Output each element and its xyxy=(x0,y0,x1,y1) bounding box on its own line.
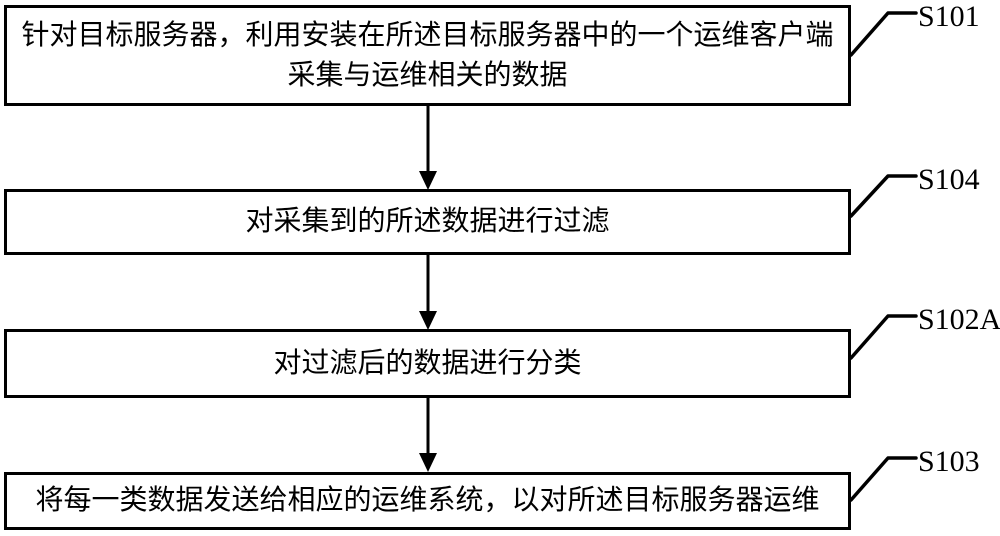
step-label-s104: S104 xyxy=(918,163,980,196)
step-text-s101: 针对目标服务器，利用安装在所述目标服务器中的一个运维客户端采集与运维相关的数据 xyxy=(21,19,834,91)
down-arrow-icon xyxy=(419,398,437,472)
down-arrow-icon xyxy=(419,106,437,190)
step-box-s103: 将每一类数据发送给相应的运维系统，以对所述目标服务器运维 xyxy=(4,472,851,530)
leader-line-s102a xyxy=(849,314,918,360)
step-label-s103: S103 xyxy=(918,445,980,478)
step-text-s104: 对采集到的所述数据进行过滤 xyxy=(245,206,610,237)
step-text-s102a: 对过滤后的数据进行分类 xyxy=(273,347,582,379)
step-label-s102a: S102A xyxy=(918,303,1000,336)
step-text-s103: 将每一类数据发送给相应的运维系统，以对所述目标服务器运维 xyxy=(35,485,820,516)
leader-line-s103 xyxy=(849,456,918,502)
down-arrow-icon xyxy=(419,255,437,330)
leader-line-s104 xyxy=(849,174,918,218)
leader-line-s101 xyxy=(849,11,918,57)
step-box-s104: 对采集到的所述数据进行过滤 xyxy=(4,189,851,255)
step-label-s101: S101 xyxy=(918,0,980,33)
step-box-s102a: 对过滤后的数据进行分类 xyxy=(4,329,851,398)
step-box-s101: 针对目标服务器，利用安装在所述目标服务器中的一个运维客户端采集与运维相关的数据 xyxy=(4,5,851,106)
